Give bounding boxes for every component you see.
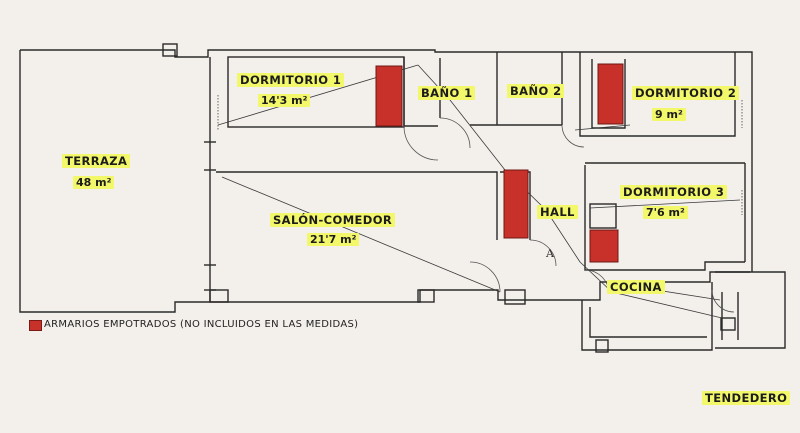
room-label-dormitorio3: DORMITORIO 3	[620, 185, 728, 199]
room-label-salon: SALÓN-COMEDOR	[270, 213, 396, 227]
room-area-dormitorio1: 14'3 m²	[258, 94, 311, 107]
room-label-dormitorio1: DORMITORIO 1	[237, 73, 345, 87]
room-area-terraza: 48 m²	[73, 176, 115, 189]
wardrobe-hall	[503, 169, 529, 239]
room-label-bano1: BAÑO 1	[418, 86, 476, 100]
wardrobe-dormitorio3	[589, 229, 619, 263]
radiators	[217, 95, 743, 215]
mark-a: A	[546, 247, 554, 260]
room-area-dormitorio2: 9 m²	[652, 108, 686, 121]
room-label-hall: HALL	[537, 205, 578, 219]
room-label-tendedero: TENDEDERO	[702, 391, 791, 405]
wardrobe-dormitorio1	[375, 65, 403, 127]
room-area-dormitorio3: 7'6 m²	[643, 206, 688, 219]
legend-text: ARMARIOS EMPOTRADOS (NO INCLUIDOS EN LAS…	[44, 319, 359, 330]
room-label-dormitorio2: DORMITORIO 2	[632, 86, 740, 100]
room-label-bano2: BAÑO 2	[507, 84, 565, 98]
door-swings	[403, 117, 735, 313]
room-area-salon: 21'7 m²	[307, 233, 360, 246]
wardrobes	[375, 63, 624, 263]
room-label-terraza: TERRAZA	[62, 154, 131, 168]
room-label-cocina: COCINA	[607, 280, 665, 294]
legend-wardrobe-swatch	[29, 320, 42, 331]
wardrobe-dormitorio2	[597, 63, 624, 125]
